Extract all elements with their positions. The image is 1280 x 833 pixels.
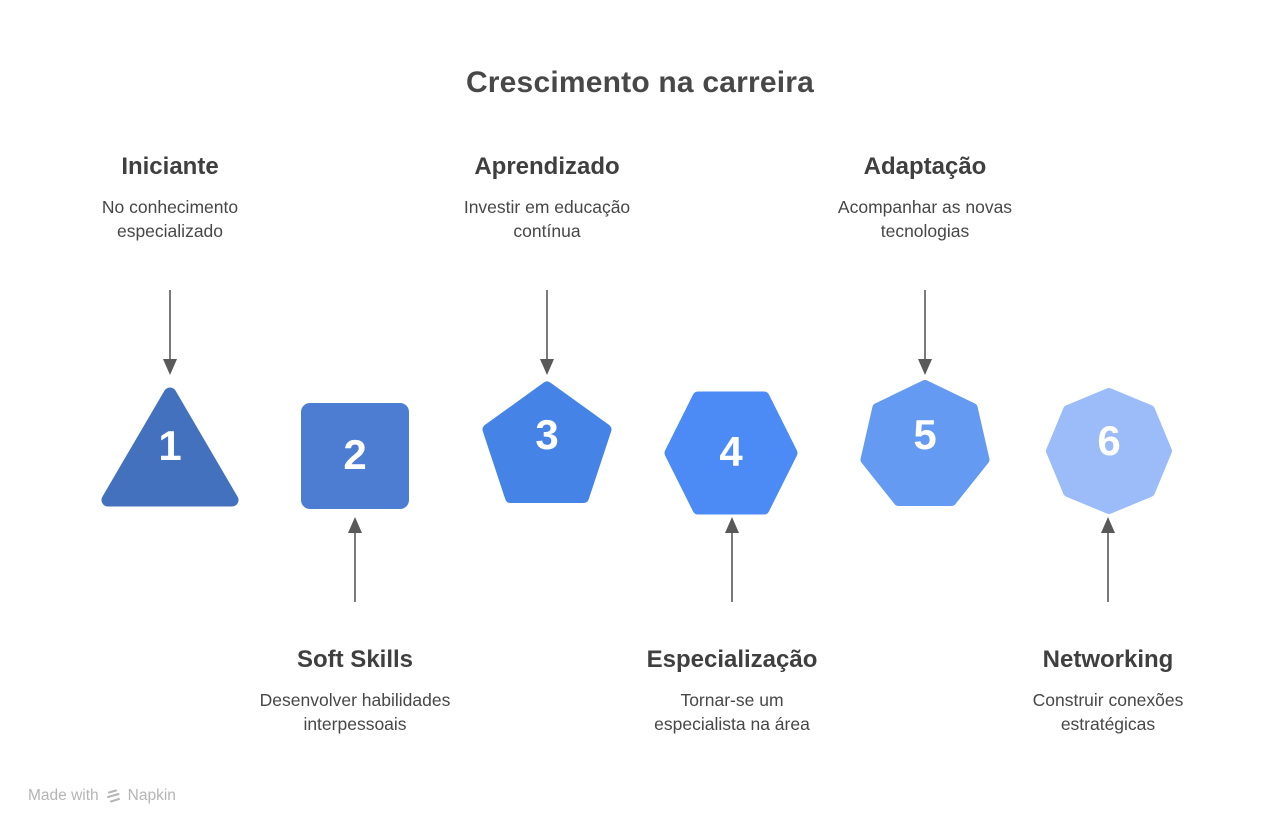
step-title: Iniciante	[121, 153, 219, 180]
napkin-logo-icon	[106, 789, 120, 802]
step-description: Desenvolver habilidades interpessoais	[259, 690, 451, 734]
napkin-brand-text: Napkin	[127, 787, 176, 804]
step-number: 1	[158, 422, 182, 469]
step-label-iniciante: Iniciante No conhecimento especializado	[20, 153, 320, 243]
step-number: 4	[719, 428, 743, 475]
step-description: Acompanhar as novas tecnologias	[837, 197, 1013, 241]
arrow-up-icon	[348, 517, 362, 602]
arrow-up-icon	[725, 517, 739, 602]
step-shape-octagon: 6	[1046, 388, 1172, 514]
step-shape-pentagon: 3	[482, 380, 612, 510]
step-number: 3	[535, 411, 559, 458]
step-description: Investir em educação contínua	[463, 197, 631, 241]
step-title: Networking	[1042, 646, 1174, 673]
page-title: Crescimento na carreira	[465, 66, 815, 99]
made-with-text: Made with	[28, 787, 99, 804]
arrow-down-icon	[163, 290, 177, 375]
step-number: 6	[1097, 417, 1121, 464]
step-label-soft-skills: Soft Skills Desenvolver habilidades inte…	[205, 646, 505, 736]
step-description: No conhecimento especializado	[101, 197, 239, 241]
made-with-napkin-attribution: Made with Napkin	[28, 787, 176, 805]
arrow-down-icon	[540, 290, 554, 375]
arrow-up-icon	[1101, 517, 1115, 602]
step-shape-square: 2	[300, 402, 410, 510]
step-title: Especialização	[646, 646, 818, 673]
step-number: 5	[913, 411, 937, 458]
step-shape-triangle: 1	[100, 386, 240, 508]
step-title: Adaptação	[863, 153, 987, 180]
step-title: Aprendizado	[474, 153, 620, 180]
step-label-aprendizado: Aprendizado Investir em educação contínu…	[397, 153, 697, 243]
step-label-adaptacao: Adaptação Acompanhar as novas tecnologia…	[775, 153, 1075, 243]
arrow-down-icon	[918, 290, 932, 375]
step-title: Soft Skills	[296, 646, 414, 673]
step-description: Construir conexões estratégicas	[1032, 690, 1184, 734]
step-label-networking: Networking Construir conexões estratégic…	[958, 646, 1258, 736]
step-label-especializacao: Especialização Tornar-se um especialista…	[582, 646, 882, 736]
step-description: Tornar-se um especialista na área	[654, 690, 810, 734]
step-shape-heptagon: 5	[860, 379, 990, 509]
step-number: 2	[343, 431, 367, 478]
step-shape-hexagon: 4	[664, 391, 798, 515]
